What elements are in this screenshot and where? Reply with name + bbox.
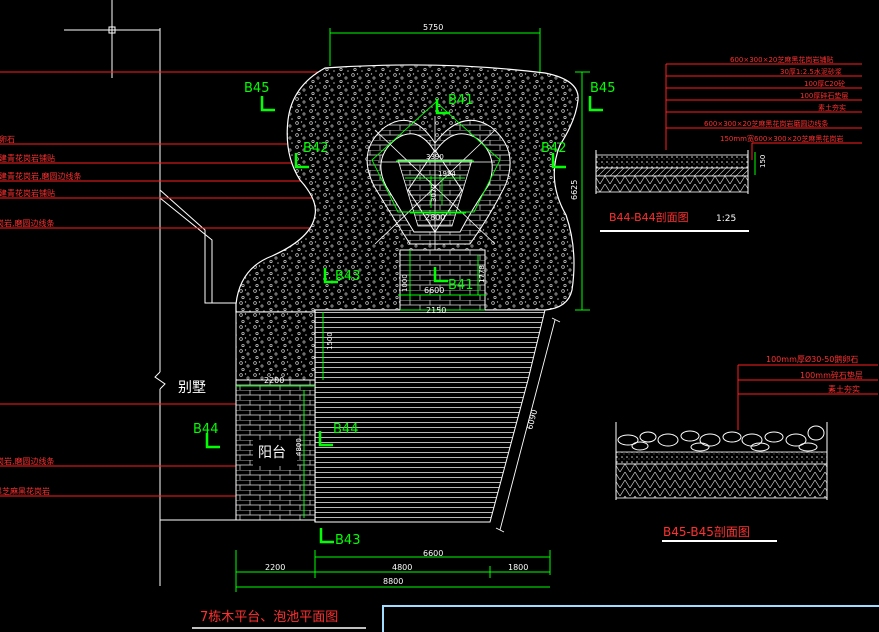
next-frame xyxy=(382,605,879,632)
b45-layer-2: 100mm碎石垫层 xyxy=(800,370,863,380)
timber-deck xyxy=(314,309,546,523)
dimension-bottom xyxy=(235,550,551,592)
left-note-3: 建青花岗岩,磨圆边线条 xyxy=(0,171,82,181)
dim-step-left: 1000 xyxy=(401,274,409,292)
section-b44-drawing xyxy=(595,63,862,232)
section-mark-b45-right: B45 xyxy=(590,81,615,96)
b45-layer-3: 素土夯实 xyxy=(828,384,860,394)
dim-bottom-2200: 2200 xyxy=(265,563,285,572)
balcony-label: 阳台 xyxy=(258,445,286,461)
section-mark-b42-right: B42 xyxy=(541,141,566,156)
b44-layer-4: 100厚碎石垫层 xyxy=(800,91,848,100)
pool-dimension-lines xyxy=(371,101,501,214)
left-note-6: 岗岩,磨圆边线条 xyxy=(0,456,55,466)
section-mark-b44-right: B44 xyxy=(333,422,358,437)
b45-layer-1: 100mm厚Ø30-50鹅卵石 xyxy=(766,354,858,364)
crosshair-cursor xyxy=(64,0,160,78)
section-markers xyxy=(205,96,603,544)
villa-label: 别墅 xyxy=(178,380,206,396)
b44-layer-6: 600×300×20芝麻黑花岗岩磨圆边线条 xyxy=(704,119,828,128)
section-mark-b43-top: B43 xyxy=(335,269,360,284)
b44-scale: 1:25 xyxy=(716,214,736,224)
pool xyxy=(366,116,511,250)
dim-bottom-1800: 1800 xyxy=(508,563,528,572)
dim-bottom-4800: 4800 xyxy=(392,563,412,572)
dim-diagonal: 6090 xyxy=(525,409,539,431)
dimension-top xyxy=(329,28,541,72)
dim-pool-outer: 3390 xyxy=(426,153,444,161)
left-note-5: 岗岩,磨圆边线条 xyxy=(0,218,55,228)
section-mark-b45-left: B45 xyxy=(244,81,269,96)
section-mark-b41-bottom: B41 xyxy=(448,278,473,293)
left-note-1: 卵石 xyxy=(0,134,15,144)
b44-layer-3: 100厚C20砼 xyxy=(804,79,845,88)
b44-layer-5: 素土夯实 xyxy=(818,103,846,112)
b44-layer-2: 30厚1:2.5水泥砂浆 xyxy=(780,67,842,76)
diagonal-dimension xyxy=(495,317,561,533)
dim-pool-width: 2800 xyxy=(425,213,445,222)
dim-bottom-8800: 8800 xyxy=(383,577,403,586)
pool-steps xyxy=(399,249,486,311)
b45-title: B45-B45剖面图 xyxy=(663,525,750,539)
balcony xyxy=(235,311,316,521)
dim-bottom-6600: 6600 xyxy=(423,549,443,558)
pebbles xyxy=(617,425,825,452)
building-outline xyxy=(154,28,236,586)
dim-deck-top: 1500 xyxy=(326,332,334,350)
left-note-2: 建青花岗岩铺贴 xyxy=(0,153,55,163)
b44-dim: 150 xyxy=(759,155,767,168)
section-mark-b43-bottom: B43 xyxy=(335,533,360,548)
dimension-balcony xyxy=(236,385,315,518)
b44-layer-1: 600×300×20芝麻黑花岗岩铺贴 xyxy=(730,55,833,64)
b44-layer-7: 150mm宽600×300×20芝麻黑花岗岩 xyxy=(720,134,843,143)
left-note-4: 建青花岗岩铺贴 xyxy=(0,188,55,198)
dim-step-width: 6600 xyxy=(424,286,444,295)
left-note-7: 黑芝麻黑花岗岩 xyxy=(0,486,50,496)
section-mark-b41-top: B41 xyxy=(448,93,473,108)
section-b45-drawing xyxy=(615,364,878,542)
dim-top: 5750 xyxy=(423,23,443,32)
dim-step-right: 1778 xyxy=(478,265,486,283)
plan-title: 7栋木平台、泡池平面图 xyxy=(200,609,338,625)
section-mark-b44-left: B44 xyxy=(193,422,218,437)
dimension-steps xyxy=(322,250,486,380)
dim-pool-height: 3070 xyxy=(430,184,438,202)
dimension-right xyxy=(575,71,590,311)
dim-pool-inner: 1954 xyxy=(438,170,456,178)
dim-balcony-width: 2200 xyxy=(264,376,284,385)
dim-right-height: 6625 xyxy=(570,180,579,200)
section-mark-b42-left: B42 xyxy=(303,141,328,156)
dim-step-lower: 2150 xyxy=(426,306,446,315)
dim-balcony-height: 4800 xyxy=(295,438,303,456)
b44-title: B44-B44剖面图 xyxy=(609,210,689,224)
